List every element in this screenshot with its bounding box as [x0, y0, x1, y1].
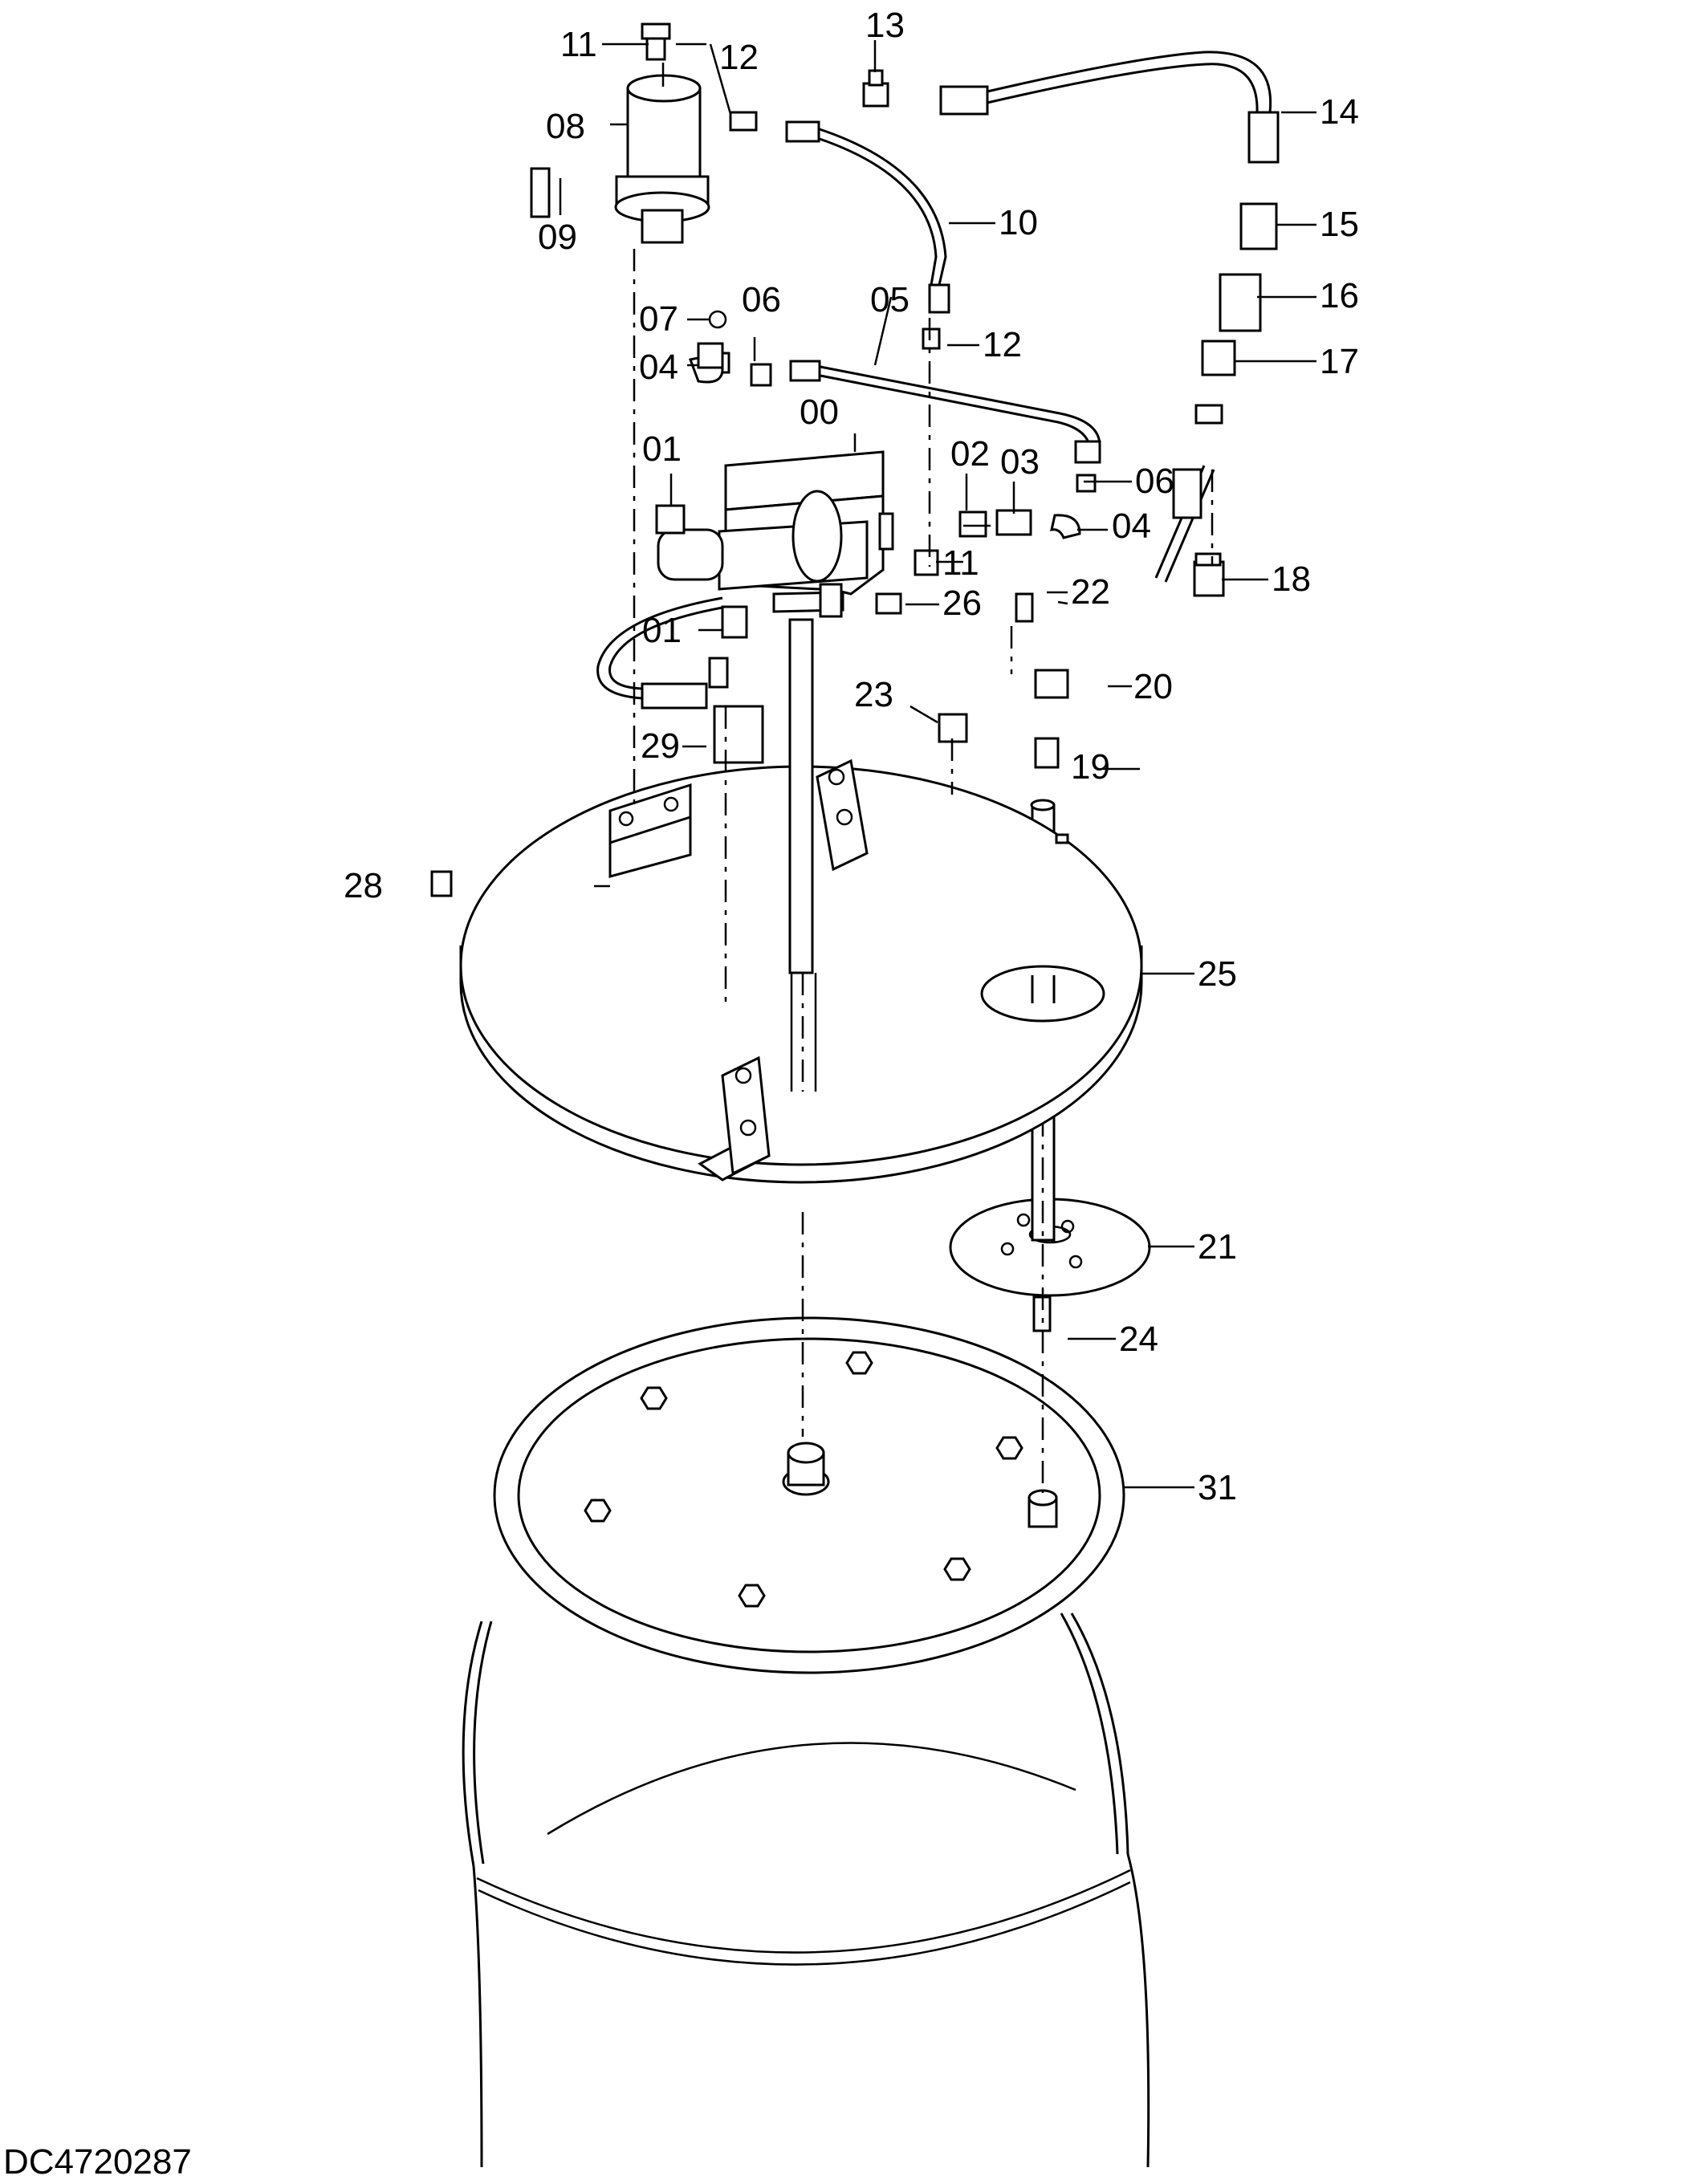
bung-fitting: [782, 1442, 830, 1496]
callout-label: 01: [642, 611, 682, 650]
callout-label: 04: [1112, 506, 1151, 546]
callout-label: 13: [865, 6, 905, 45]
callout-label: 15: [1320, 205, 1359, 244]
drum: [462, 1613, 1150, 2168]
callout-label: 29: [641, 726, 680, 766]
callout-label: 21: [1198, 1227, 1237, 1267]
callout-label: 01: [642, 429, 682, 469]
fittings: [430, 22, 1278, 897]
pump-stem: [788, 618, 817, 1437]
hoses: [596, 51, 1280, 710]
callout-label: 06: [742, 280, 781, 319]
callout-label: 10: [999, 203, 1038, 242]
callout-label: 02: [950, 434, 990, 474]
callout-label: 26: [942, 584, 982, 623]
drawing-code: DC4720287: [3, 2142, 192, 2182]
callout-label: 04: [639, 348, 678, 387]
callout-labels: 00 01 01 02 03 04 04 05 06 06 07 08 09 1…: [344, 6, 1359, 1507]
cover-bolts: [584, 1351, 1023, 1608]
vent-bung: [1028, 1489, 1058, 1528]
lid-brackets: [608, 759, 869, 1181]
leader-lines: [559, 40, 1316, 1489]
callout-label: 12: [719, 38, 759, 77]
pump-motor: [657, 450, 894, 618]
assembly-lines: [633, 249, 1214, 1003]
callout-label: 18: [1272, 559, 1311, 599]
callout-label: 11: [942, 543, 979, 583]
callout-label: 05: [870, 280, 910, 319]
callout-label: 23: [854, 675, 893, 714]
callout-label: 14: [1320, 92, 1359, 132]
drum-cover: [493, 1316, 1125, 1674]
callout-label: 24: [1119, 1320, 1158, 1359]
callout-label: 28: [344, 866, 383, 905]
callout-label: 08: [546, 107, 585, 146]
callout-label: 17: [1320, 342, 1359, 381]
callout-label: 06: [1135, 462, 1174, 501]
filter-assembly: [614, 63, 710, 244]
callout-label: 20: [1133, 667, 1173, 706]
callout-label: 00: [800, 392, 839, 432]
callout-label: 25: [1198, 954, 1237, 994]
callout-label: 07: [639, 299, 678, 339]
callout-label: 16: [1320, 276, 1359, 315]
callout-label: 31: [1198, 1468, 1237, 1507]
callout-label: 12: [983, 325, 1022, 364]
callout-label: 22: [1071, 572, 1110, 612]
callout-label: 11: [560, 25, 597, 64]
callout-label: 03: [1000, 442, 1040, 482]
callout-label: 19: [1071, 747, 1110, 787]
callout-label: 09: [538, 218, 577, 257]
